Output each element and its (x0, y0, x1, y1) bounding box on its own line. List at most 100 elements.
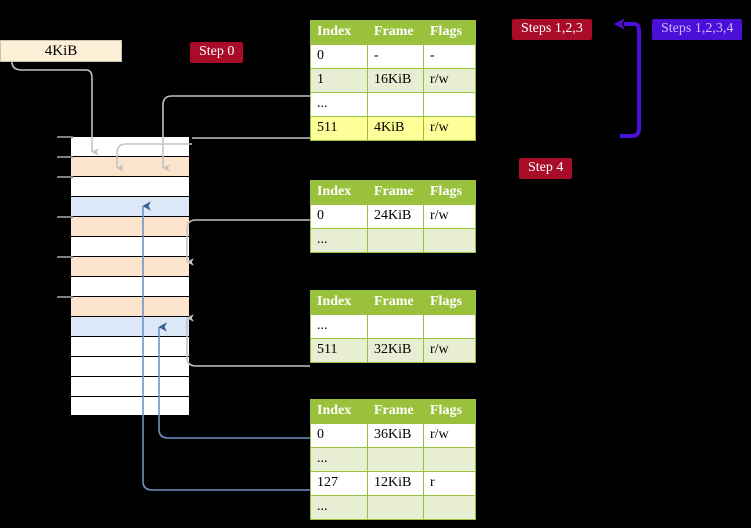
table-row: 0 24KiB r/w (310, 204, 476, 229)
table-row: ... (310, 314, 476, 339)
cell-index: ... (310, 314, 368, 339)
cell-frame (367, 314, 424, 339)
cell-frame (367, 92, 424, 117)
memory-tick (57, 156, 73, 158)
badge-step-4-label: Step 4 (528, 160, 564, 175)
cell-flags (423, 495, 476, 520)
memory-tick (57, 136, 73, 138)
cell-flags (423, 228, 476, 253)
cell-index: 511 (310, 338, 368, 363)
column-header-frame: Frame (367, 290, 424, 315)
cell-flags: r/w (423, 204, 476, 229)
cell-index: 0 (310, 44, 368, 69)
column-header-index: Index (310, 20, 368, 45)
cell-flags: r/w (423, 423, 476, 448)
memory-tick (57, 216, 73, 218)
cell-index: 1 (310, 68, 368, 93)
table-row: ... (310, 92, 476, 117)
page-table-pd: Index Frame Flags ... 511 32KiB r/w (310, 290, 476, 363)
memory-tick (57, 176, 73, 178)
badge-step-0-label: Step 0 (199, 44, 235, 59)
memory-frame (70, 216, 190, 236)
cell-frame: 24KiB (367, 204, 424, 229)
cell-flags (423, 92, 476, 117)
cell-frame: 32KiB (367, 338, 424, 363)
column-header-index: Index (310, 180, 368, 205)
column-header-frame: Frame (367, 399, 424, 424)
table-row: ... (310, 228, 476, 253)
table-row: 0 - - (310, 44, 476, 69)
table-row: 0 36KiB r/w (310, 423, 476, 448)
frame-size-label: 4KiB (44, 43, 78, 59)
cell-index: ... (310, 495, 368, 520)
page-table-pt: Index Frame Flags 0 36KiB r/w ... 127 12… (310, 399, 476, 520)
table-row: ... (310, 447, 476, 472)
table-row: ... (310, 495, 476, 520)
wire-pd-to-mem (186, 314, 310, 367)
memory-frame (70, 236, 190, 256)
cell-flags: - (423, 44, 476, 69)
memory-tick (57, 296, 73, 298)
cell-frame: 36KiB (367, 423, 424, 448)
cell-flags: r/w (423, 116, 476, 141)
column-header-index: Index (310, 290, 368, 315)
memory-frame (70, 176, 190, 196)
cell-frame: 12KiB (367, 471, 424, 496)
table-row: 1 16KiB r/w (310, 68, 476, 93)
memory-frame (70, 276, 190, 296)
memory-frame (70, 256, 190, 276)
table-row: 511 4KiB r/w (310, 116, 476, 141)
frame-size-legend: 4KiB (0, 40, 122, 62)
memory-frame (70, 376, 190, 396)
badge-step-4: Step 4 (519, 158, 573, 179)
memory-frame (70, 356, 190, 376)
table-row: 511 32KiB r/w (310, 338, 476, 363)
badge-steps-123-label: Steps 1,2,3 (521, 21, 583, 36)
cell-frame: 16KiB (367, 68, 424, 93)
arrow-steps-1234 (613, 18, 641, 138)
cell-index: 0 (310, 204, 368, 229)
cell-frame: 4KiB (367, 116, 424, 141)
cell-index: ... (310, 447, 368, 472)
physical-memory-column (70, 136, 190, 416)
cell-index: 0 (310, 423, 368, 448)
memory-tick (57, 256, 73, 258)
column-header-flags: Flags (423, 290, 476, 315)
table-row: 127 12KiB r (310, 471, 476, 496)
badge-steps-1234-label: Steps 1,2,3,4 (661, 21, 734, 36)
table-header-row: Index Frame Flags (310, 20, 476, 45)
memory-frame (70, 136, 190, 156)
badge-steps-1234: Steps 1,2,3,4 (652, 19, 743, 40)
memory-frame (70, 396, 190, 416)
table-header-row: Index Frame Flags (310, 399, 476, 424)
cell-index: ... (310, 228, 368, 253)
cell-index: 127 (310, 471, 368, 496)
wire-pdpt-to-mem (186, 219, 310, 266)
table-header-row: Index Frame Flags (310, 290, 476, 315)
cell-flags (423, 447, 476, 472)
memory-frame (70, 296, 190, 316)
column-header-index: Index (310, 399, 368, 424)
cell-frame: - (367, 44, 424, 69)
badge-step-0: Step 0 (190, 42, 244, 63)
memory-frame (70, 316, 190, 336)
cell-flags: r/w (423, 68, 476, 93)
cell-frame (367, 447, 424, 472)
cell-flags: r (423, 471, 476, 496)
memory-frame (70, 196, 190, 216)
badge-steps-123: Steps 1,2,3 (512, 19, 592, 40)
cell-index: 511 (310, 116, 368, 141)
cell-index: ... (310, 92, 368, 117)
cell-frame (367, 495, 424, 520)
column-header-frame: Frame (367, 180, 424, 205)
column-header-flags: Flags (423, 399, 476, 424)
cell-frame (367, 228, 424, 253)
cell-flags (423, 314, 476, 339)
column-header-flags: Flags (423, 180, 476, 205)
column-header-frame: Frame (367, 20, 424, 45)
table-header-row: Index Frame Flags (310, 180, 476, 205)
memory-frame (70, 156, 190, 176)
page-table-pml4: Index Frame Flags 0 - - 1 16KiB r/w ... (310, 20, 476, 141)
cell-flags: r/w (423, 338, 476, 363)
